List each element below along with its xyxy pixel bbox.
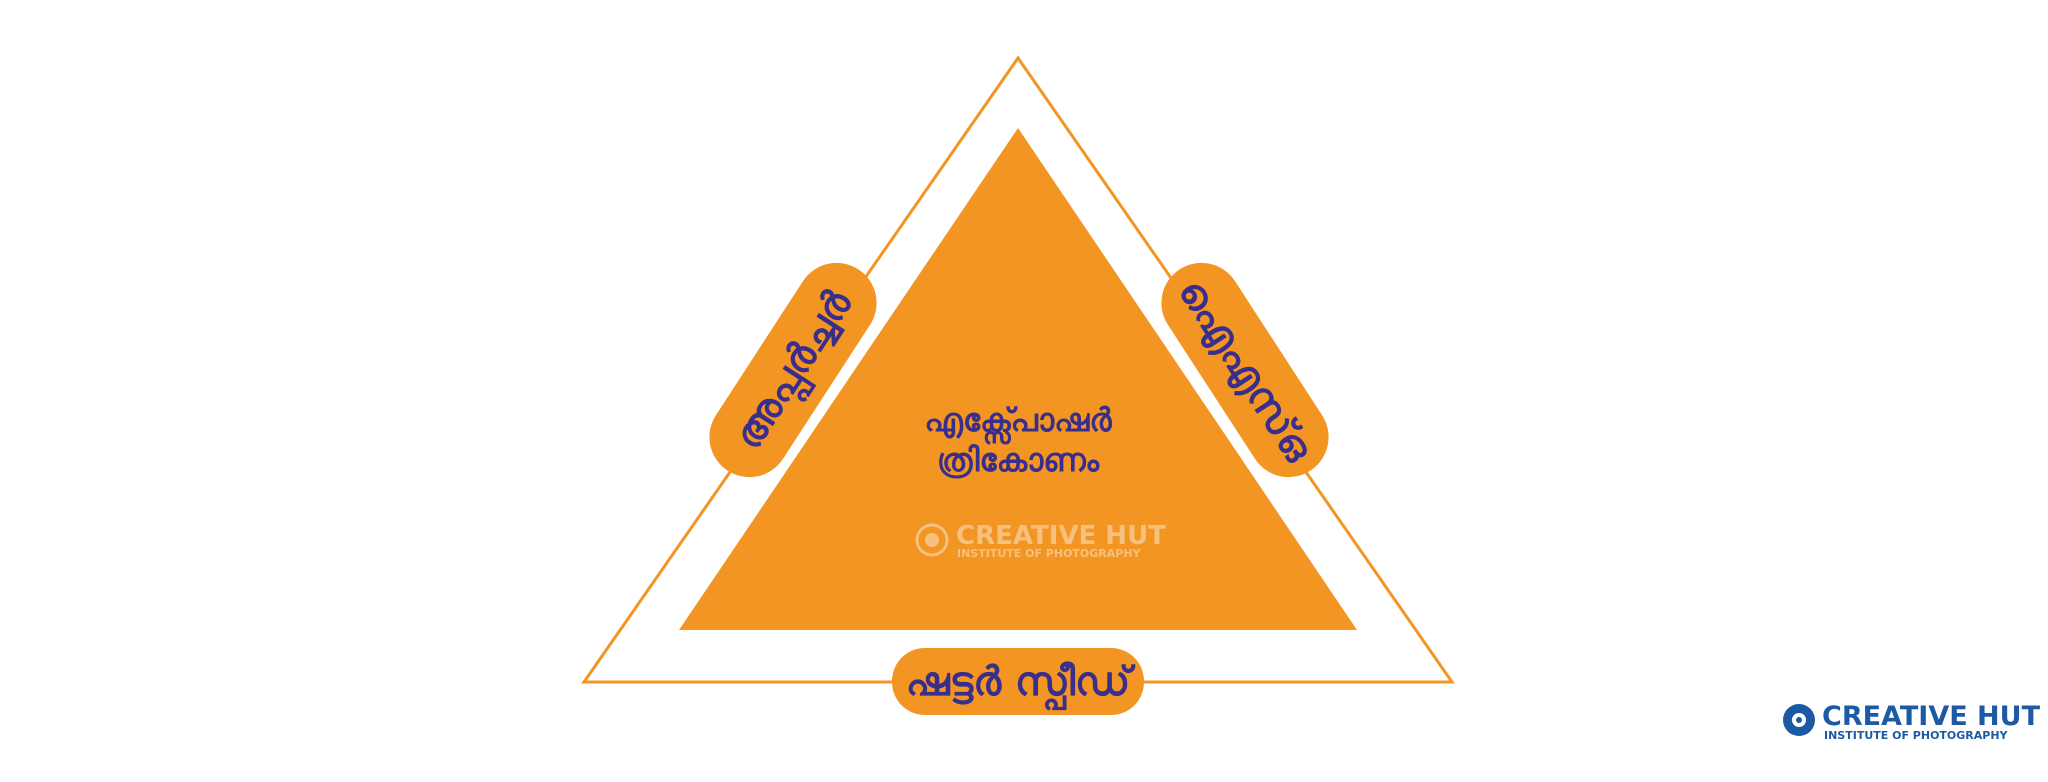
watermark: CREATIVE HUT INSTITUTE OF PHOTOGRAPHY <box>915 521 1166 560</box>
logo-title: CREATIVE HUT <box>1822 701 2041 732</box>
shutter-speed-label: ഷട്ടർ സ്പീഡ് <box>906 659 1136 711</box>
center-title-line1: എക്സ്പോഷർ <box>924 401 1112 444</box>
watermark-title: CREATIVE HUT <box>956 521 1166 551</box>
watermark-subtitle: INSTITUTE OF PHOTOGRAPHY <box>957 547 1142 560</box>
camera-aperture-icon <box>915 523 949 557</box>
shutter-speed-pill: ഷട്ടർ സ്പീഡ് <box>892 648 1144 715</box>
inner-triangle <box>679 128 1357 630</box>
camera-aperture-icon <box>1783 704 1815 736</box>
logo-subtitle: INSTITUTE OF PHOTOGRAPHY <box>1824 729 2009 742</box>
brand-logo: CREATIVE HUT INSTITUTE OF PHOTOGRAPHY <box>1783 701 2041 742</box>
center-title-line2: ത്രികോണം <box>937 441 1100 479</box>
